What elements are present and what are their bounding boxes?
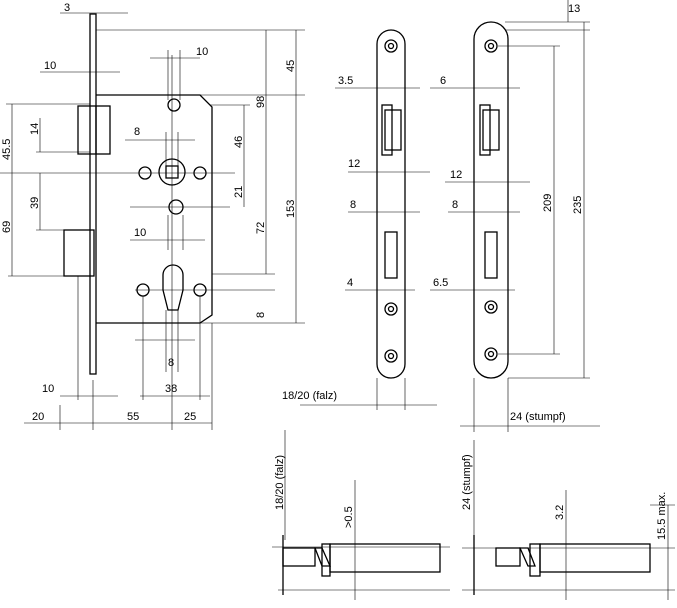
dim-6-5: 6.5: [433, 277, 448, 289]
bolt-slot-falz: [384, 231, 398, 279]
euro-cylinder-cutout: [162, 264, 184, 311]
dim-38: 38: [165, 383, 177, 395]
faceplate-stumpf-label: 24 (stumpf): [510, 411, 566, 423]
dim-3: 3: [64, 2, 70, 14]
dim-45-5: 45.5: [1, 139, 13, 160]
dim-8-upper: 8: [134, 126, 140, 138]
dim-12-stumpf: 12: [450, 169, 462, 181]
dim-8-right: 8: [255, 312, 267, 318]
dim-13: 13: [568, 3, 580, 15]
dim-8-stumpf: 8: [452, 199, 458, 211]
dim-4-falz: 4: [347, 277, 353, 289]
dim-98: 98: [255, 96, 267, 108]
lock-body-dimensions: 3 10 10 45.5 14 8 39 69 10: [1, 2, 305, 430]
dim-209: 209: [542, 194, 554, 212]
dim-21: 21: [233, 186, 245, 198]
dim-10-top: 10: [196, 46, 208, 58]
section-falz: 18/20 (falz) >0.5: [272, 430, 450, 600]
faceplate-stumpf-outline: [473, 21, 509, 379]
faceplate-stumpf: 6 12 8 6.5 13 209 235 24 (stumpf): [430, 0, 600, 432]
dim-235: 235: [572, 196, 584, 214]
faceplate-falz: 3.5 12 8 4 18/20 (falz): [282, 29, 437, 410]
dim-55: 55: [127, 411, 139, 423]
dim-10-bottom: 10: [42, 383, 54, 395]
dim-69: 69: [1, 221, 13, 233]
dim-46: 46: [233, 136, 245, 148]
faceplate-falz-outline: [376, 29, 406, 379]
section-stumpf-label: 24 (stumpf): [461, 454, 473, 510]
dim-15-5-max: 15.5 max.: [656, 492, 668, 540]
dim-8-lower: 8: [168, 357, 174, 369]
lock-body-side-view: [0, 13, 275, 375]
section-stumpf: 24 (stumpf) 3.2 15.5 max.: [461, 440, 675, 600]
dim-12-falz: 12: [348, 158, 360, 170]
dim-3-2: 3.2: [554, 505, 566, 520]
lock-case: [96, 94, 213, 324]
faceplate-strip: [89, 13, 97, 375]
dim-10-left: 10: [44, 60, 56, 72]
dim-14: 14: [29, 123, 41, 135]
dead-bolt: [63, 229, 95, 277]
dim-0-5: >0.5: [343, 506, 355, 528]
dim-8-falz: 8: [350, 199, 356, 211]
dim-3-5: 3.5: [338, 75, 353, 87]
bolt-slot-stumpf: [484, 231, 498, 279]
section-falz-label: 18/20 (falz): [274, 455, 286, 510]
dim-45: 45: [285, 60, 297, 72]
dim-20: 20: [32, 411, 44, 423]
dim-39: 39: [29, 197, 41, 209]
dim-25: 25: [184, 411, 196, 423]
latch-bolt: [77, 105, 111, 155]
dim-153: 153: [285, 200, 297, 218]
dim-6: 6: [440, 75, 446, 87]
dim-10-mid: 10: [134, 227, 146, 239]
dim-72: 72: [255, 222, 267, 234]
screw-hole-top: [167, 98, 181, 112]
faceplate-falz-label: 18/20 (falz): [282, 390, 337, 402]
